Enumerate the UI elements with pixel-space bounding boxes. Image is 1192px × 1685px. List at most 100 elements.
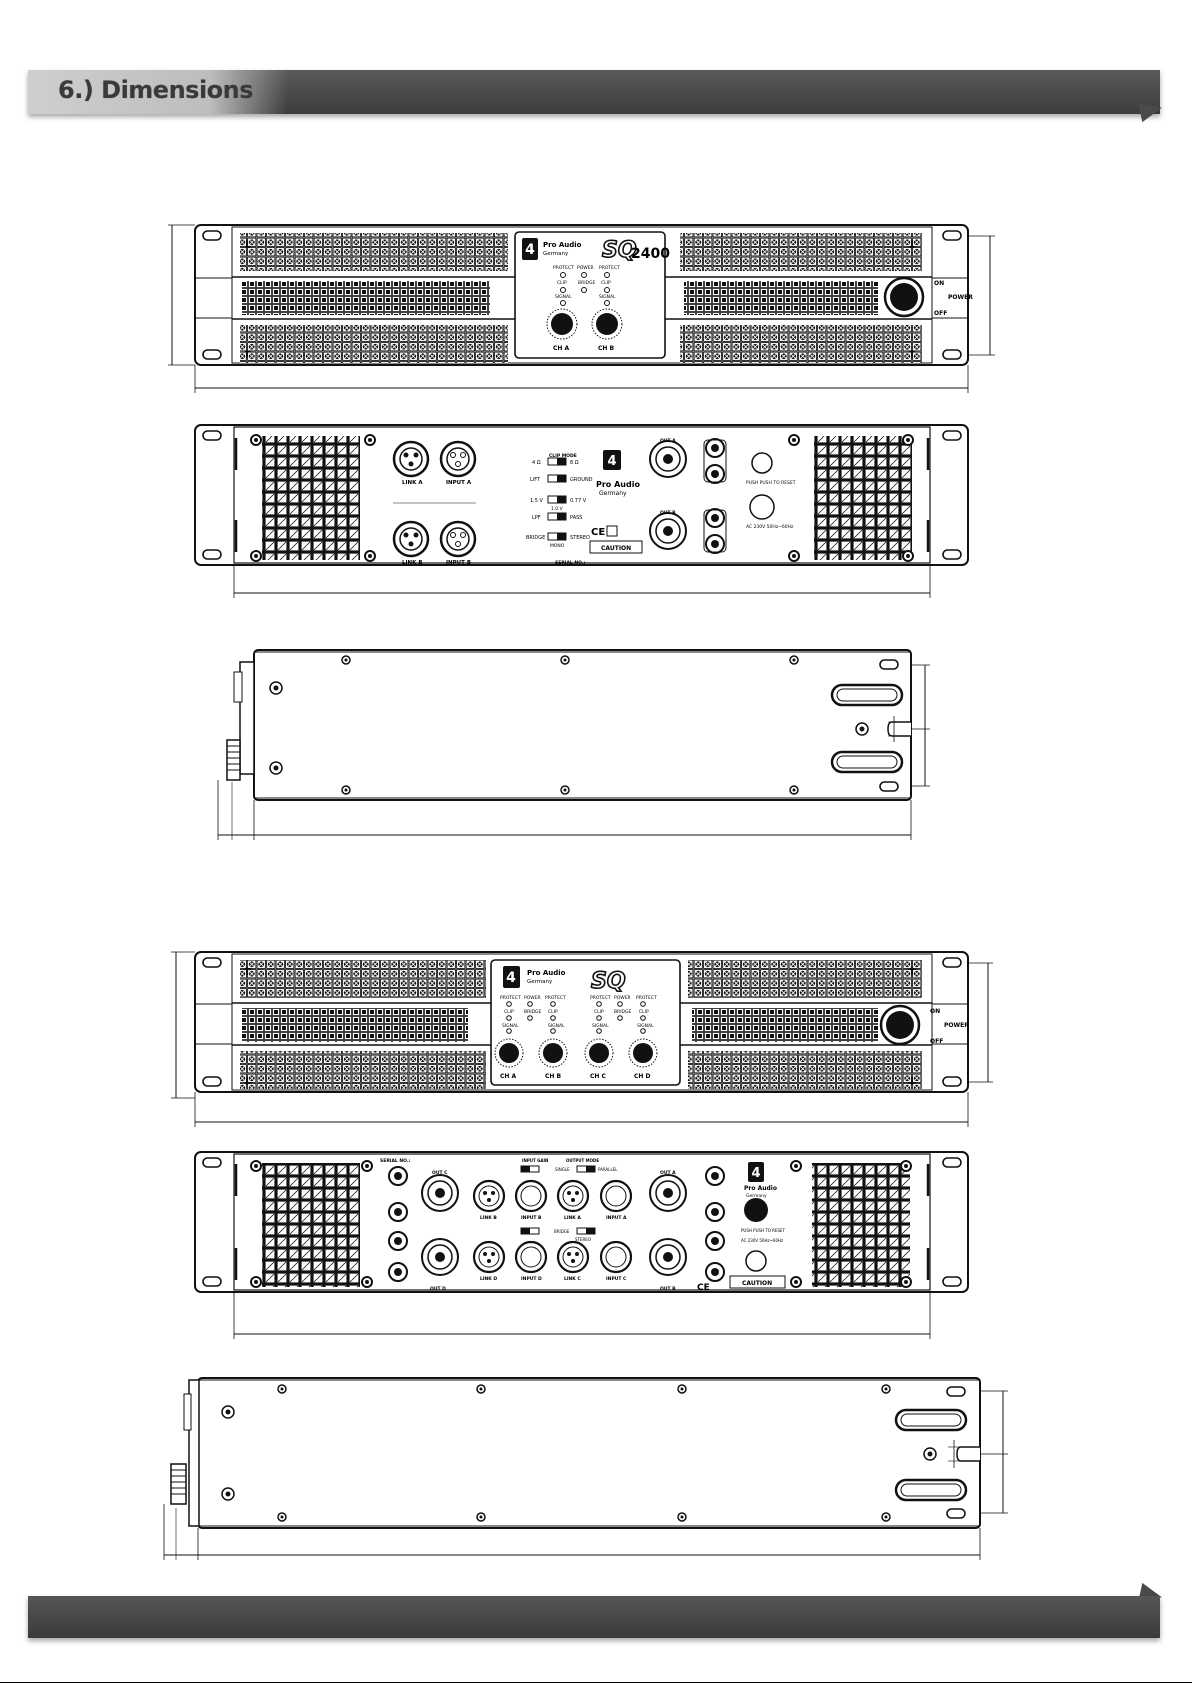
svg-text:PARALLEL: PARALLEL bbox=[598, 1167, 618, 1172]
svg-text:CLIP: CLIP bbox=[557, 280, 567, 286]
svg-text:2400: 2400 bbox=[631, 246, 670, 262]
svg-text:LINK A: LINK A bbox=[564, 1215, 581, 1221]
page-bottom-rule bbox=[0, 1682, 1192, 1683]
svg-text:CE: CE bbox=[697, 1283, 710, 1293]
svg-text:SIGNAL: SIGNAL bbox=[592, 1023, 609, 1029]
svg-text:OUT A: OUT A bbox=[660, 1170, 676, 1176]
svg-text:PROTECT: PROTECT bbox=[590, 995, 611, 1001]
svg-text:LINK C: LINK C bbox=[564, 1276, 581, 1282]
svg-text:POWER: POWER bbox=[948, 294, 973, 301]
svg-text:CAUTION: CAUTION bbox=[742, 1280, 772, 1287]
svg-text:4: 4 bbox=[607, 454, 616, 469]
svg-text:PUSH PUSH TO RESET: PUSH PUSH TO RESET bbox=[746, 480, 796, 486]
svg-text:POWER: POWER bbox=[577, 265, 594, 271]
svg-text:CLIP: CLIP bbox=[601, 280, 611, 286]
svg-text:SIGNAL: SIGNAL bbox=[502, 1023, 519, 1029]
svg-text:Germany: Germany bbox=[527, 979, 553, 985]
svg-text:INPUT D: INPUT D bbox=[521, 1276, 542, 1282]
svg-text:Pro Audio: Pro Audio bbox=[527, 969, 566, 977]
svg-text:PROTECT: PROTECT bbox=[636, 995, 657, 1001]
amp1-rear-view: LINK A INPUT A LINK B INPUT B CLIP MODE … bbox=[194, 424, 969, 598]
svg-text:CLIP: CLIP bbox=[504, 1009, 514, 1015]
amp2-rear-view: SERIAL NO.: OUT C OUT D bbox=[194, 1151, 969, 1339]
svg-text:CE: CE bbox=[591, 527, 605, 538]
svg-text:SQ: SQ bbox=[591, 969, 626, 994]
svg-text:POWER: POWER bbox=[944, 1022, 969, 1029]
footer-bar bbox=[28, 1596, 1160, 1638]
amp2-front-view: 4 Pro Audio Germany SQ PROTECT POWER PRO… bbox=[171, 951, 993, 1127]
svg-text:CLIP: CLIP bbox=[548, 1009, 558, 1015]
svg-text:OUT D: OUT D bbox=[430, 1286, 446, 1292]
svg-text:OUTPUT MODE: OUTPUT MODE bbox=[566, 1158, 599, 1163]
svg-text:OUT B: OUT B bbox=[660, 1286, 676, 1292]
svg-text:ON: ON bbox=[930, 1008, 940, 1015]
svg-text:SIGNAL: SIGNAL bbox=[548, 1023, 565, 1029]
svg-text:CAUTION: CAUTION bbox=[601, 545, 631, 552]
svg-text:CH D: CH D bbox=[634, 1073, 651, 1080]
svg-text:INPUT A: INPUT A bbox=[446, 480, 472, 486]
svg-text:1.5 V: 1.5 V bbox=[530, 498, 544, 504]
svg-text:STEREO: STEREO bbox=[570, 535, 590, 541]
svg-text:LINK D: LINK D bbox=[480, 1276, 497, 1282]
amp1-front-view: 4 Pro Audio Germany SQ 2400 PROTECT POWE… bbox=[168, 224, 995, 393]
svg-text:Germany: Germany bbox=[543, 251, 569, 257]
svg-text:AC 230V 50Hz~60Hz: AC 230V 50Hz~60Hz bbox=[741, 1238, 783, 1243]
svg-text:OFF: OFF bbox=[934, 310, 947, 317]
svg-text:OUT B: OUT B bbox=[660, 510, 676, 516]
svg-text:INPUT B: INPUT B bbox=[521, 1215, 542, 1221]
svg-text:PASS: PASS bbox=[570, 515, 582, 521]
svg-text:CH B: CH B bbox=[598, 345, 615, 352]
svg-text:CLIP: CLIP bbox=[639, 1009, 649, 1015]
svg-text:PUSH PUSH TO RESET: PUSH PUSH TO RESET bbox=[741, 1228, 786, 1233]
svg-text:LIFT: LIFT bbox=[530, 477, 541, 483]
svg-text:BRIDGE: BRIDGE bbox=[578, 280, 595, 286]
svg-text:CLIP: CLIP bbox=[594, 1009, 604, 1015]
svg-text:CH C: CH C bbox=[590, 1073, 607, 1080]
svg-text:OFF: OFF bbox=[930, 1038, 943, 1045]
svg-text:PROTECT: PROTECT bbox=[500, 995, 521, 1001]
svg-text:ON: ON bbox=[934, 280, 944, 287]
svg-text:INPUT A: INPUT A bbox=[606, 1215, 627, 1221]
svg-text:CH B: CH B bbox=[545, 1073, 562, 1080]
svg-text:0.77 V: 0.77 V bbox=[570, 498, 587, 504]
svg-text:Pro Audio: Pro Audio bbox=[744, 1185, 777, 1192]
svg-text:GROUND: GROUND bbox=[570, 477, 593, 483]
svg-text:LINK A: LINK A bbox=[402, 480, 423, 486]
section-header-bar: 6.) Dimensions bbox=[28, 70, 1160, 114]
svg-text:SIGNAL: SIGNAL bbox=[599, 294, 616, 300]
svg-text:LINK B: LINK B bbox=[480, 1215, 497, 1221]
svg-text:OUT C: OUT C bbox=[432, 1170, 448, 1176]
svg-text:STEREO: STEREO bbox=[575, 1237, 591, 1242]
section-header-highlight bbox=[28, 70, 288, 114]
svg-text:BRIDGE: BRIDGE bbox=[524, 1009, 541, 1015]
svg-text:CH A: CH A bbox=[500, 1073, 517, 1080]
svg-text:INPUT B: INPUT B bbox=[446, 560, 471, 566]
svg-text:LPF: LPF bbox=[532, 515, 541, 521]
svg-text:LINK B: LINK B bbox=[402, 560, 423, 566]
svg-text:Pro Audio: Pro Audio bbox=[543, 241, 582, 249]
section-title: 6.) Dimensions bbox=[58, 76, 254, 104]
svg-text:POWER: POWER bbox=[524, 995, 541, 1001]
svg-text:SERIAL NO.:: SERIAL NO.: bbox=[555, 560, 586, 566]
svg-text:SINGLE: SINGLE bbox=[555, 1167, 570, 1172]
svg-text:SIGNAL: SIGNAL bbox=[637, 1023, 654, 1029]
svg-text:1.0 V: 1.0 V bbox=[551, 506, 564, 512]
svg-text:SERIAL NO.:: SERIAL NO.: bbox=[380, 1158, 411, 1164]
svg-text:MONO: MONO bbox=[550, 543, 565, 549]
svg-text:8 Ω: 8 Ω bbox=[570, 460, 579, 466]
svg-text:4: 4 bbox=[525, 242, 535, 258]
svg-text:CLIP MODE: CLIP MODE bbox=[549, 453, 577, 459]
svg-text:Germany: Germany bbox=[599, 490, 627, 497]
svg-text:CH A: CH A bbox=[553, 345, 570, 352]
svg-text:INPUT GAIN: INPUT GAIN bbox=[522, 1158, 548, 1163]
svg-text:SQ: SQ bbox=[602, 238, 637, 263]
svg-text:SIGNAL: SIGNAL bbox=[555, 294, 572, 300]
amp2-side-view bbox=[163, 1377, 1008, 1560]
svg-text:BRIDGE: BRIDGE bbox=[526, 535, 545, 541]
svg-text:INPUT C: INPUT C bbox=[606, 1276, 627, 1282]
svg-text:AC 230V 50Hz~60Hz: AC 230V 50Hz~60Hz bbox=[746, 524, 794, 530]
svg-text:PROTECT: PROTECT bbox=[545, 995, 566, 1001]
svg-text:Germany: Germany bbox=[746, 1193, 767, 1199]
svg-text:PROTECT: PROTECT bbox=[599, 265, 620, 271]
